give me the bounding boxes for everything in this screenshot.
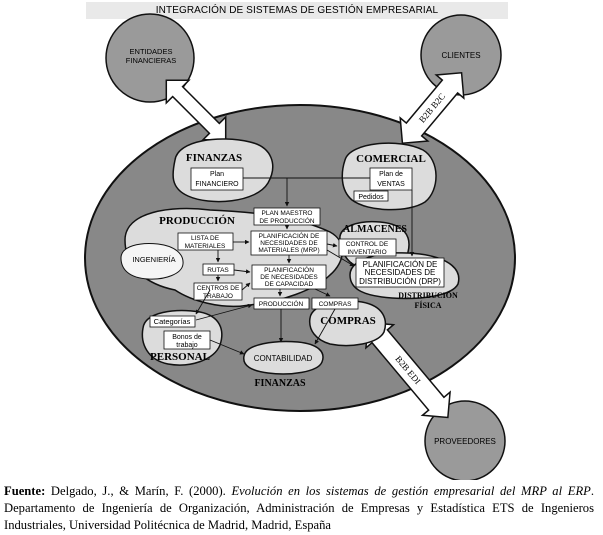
compras-label: COMPRAS <box>320 315 376 327</box>
bonos-line1: Bonos de <box>172 334 202 341</box>
pedidos-label: Pedidos <box>358 194 384 201</box>
contabilidad-blob <box>243 340 324 375</box>
drp-line3: DISTRIBUCIÓN (DRP) <box>359 277 441 286</box>
connector <box>326 242 338 248</box>
control-inventario-line1: CONTROL DE <box>346 241 389 248</box>
diagram-title: INTEGRACIÓN DE SISTEMAS DE GESTIÓN EMPRE… <box>86 2 508 19</box>
connector <box>314 288 331 297</box>
pedidos-box <box>353 190 389 202</box>
caption-work: Evolución en los sistemas de gestión emp… <box>231 484 591 498</box>
connector <box>209 339 245 355</box>
mrp-line3: MATERIALES (MRP) <box>258 247 319 254</box>
produccion-label: PRODUCCIÓN <box>159 215 235 227</box>
categorias-label: Categorías <box>154 317 191 326</box>
drp-box <box>355 257 445 288</box>
ingenieria-label: INGENIERÍA <box>132 255 175 264</box>
plan-maestro-line1: PLAN MAESTRO <box>262 210 313 217</box>
plan-ventas-line1: Plan de <box>379 171 403 178</box>
finanzas-bottom-label: FINANZAS <box>254 378 306 389</box>
connector <box>233 269 251 274</box>
connector <box>241 282 251 291</box>
proveedores-label: PROVEEDORES <box>434 437 496 446</box>
capacidad-box <box>251 264 327 290</box>
plan-ventas-box <box>369 167 413 191</box>
connectors <box>195 177 415 355</box>
control-inventario-box <box>338 238 397 257</box>
produccion-box <box>253 297 310 310</box>
compras-box-label: COMPRAS <box>319 301 353 308</box>
comercial-label: COMERCIAL <box>356 153 426 165</box>
centros-line1: CENTROS DE <box>197 285 240 292</box>
categorias-box <box>149 315 196 328</box>
connector <box>195 289 211 315</box>
distribucion-label-2: FÍSICA <box>414 300 441 310</box>
caption-authors: Delgado, J., & Marín, F. (2000). <box>45 484 232 498</box>
plan-financiero-line1: Plan <box>210 171 224 178</box>
plan-maestro-line2: DE PRODUCCIÓN <box>259 216 315 225</box>
distribucion-label-1: DISTRIBUCIÓN <box>398 290 458 300</box>
control-inventario-line2: INVENTARIO <box>347 249 386 256</box>
contabilidad-label: CONTABILIDAD <box>254 354 313 363</box>
caption-rest: . Departamento de Ingeniería de Organiza… <box>4 484 594 532</box>
centros-box <box>193 282 243 301</box>
capacidad-line2: DE NECESIDADES <box>260 274 318 281</box>
erp-integration-diagram: ENTIDADES FINANCIERAS CLIENTES PROVEEDOR… <box>84 13 516 480</box>
mrp-box <box>250 230 328 256</box>
plan-financiero-box <box>190 167 244 191</box>
mrp-line2: NECESIDADES DE <box>260 240 318 247</box>
rutas-label: RUTAS <box>207 267 229 274</box>
source-caption: Fuente: Delgado, J., & Marín, F. (2000).… <box>4 483 594 534</box>
centros-line2: TRABAJO <box>203 293 233 300</box>
entidades-label-1: ENTIDADES <box>130 47 173 56</box>
caption-label: Fuente: <box>4 484 46 498</box>
drp-line2: NECESIDADES DE <box>365 268 436 277</box>
lista-materiales-line1: LISTA DE <box>191 235 220 242</box>
capacidad-line1: PLANIFICACIÓN <box>264 265 314 274</box>
finanzas-top-label: FINANZAS <box>186 152 242 164</box>
clientes-label: CLIENTES <box>441 51 480 60</box>
ingenieria-blob <box>120 243 184 280</box>
lista-materiales-box <box>177 232 234 251</box>
connector <box>195 303 253 321</box>
personal-label: PERSONAL <box>150 351 210 363</box>
connector <box>314 308 336 345</box>
proveedores-circle <box>424 400 506 480</box>
entidades-label-2: FINANCIERAS <box>126 56 176 65</box>
plan-ventas-line2: VENTAS <box>377 181 405 188</box>
lista-materiales-line2: MATERIALES <box>185 243 226 250</box>
mrp-line1: PLANIFICACIÓN DE <box>259 231 320 240</box>
capacidad-line3: DE CAPACIDAD <box>265 281 314 288</box>
almacenes-label: ALMACENES <box>343 224 407 235</box>
produccion-box-label: PRODUCCIÓN <box>259 299 304 308</box>
plan-financiero-line2: FINANCIERO <box>195 181 239 188</box>
connector <box>326 249 355 267</box>
bonos-line2: trabajo <box>176 342 198 349</box>
rutas-box <box>202 263 235 276</box>
drp-line1: PLANIFICACIÓN DE <box>363 260 438 269</box>
